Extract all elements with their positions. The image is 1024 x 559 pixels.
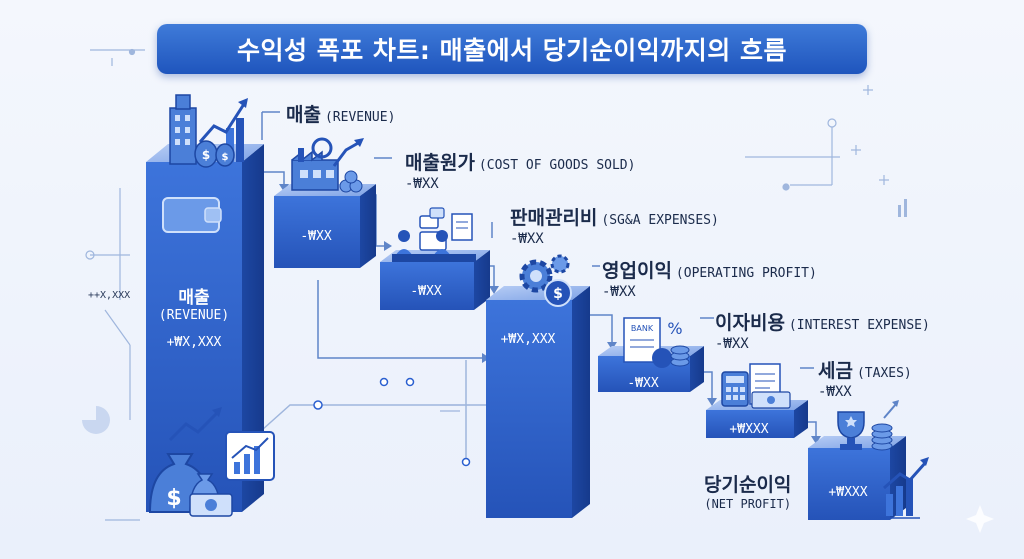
sga-bar-side [474, 250, 490, 310]
stage-label-operating-profit: 영업이익(OPERATING PROFIT) -₩XX [602, 256, 817, 300]
taxes-bar-side [794, 400, 808, 438]
operating-profit-bar-side [572, 286, 590, 518]
svg-text:$: $ [202, 148, 210, 162]
stage-label-ko: 이자비용 [715, 312, 785, 334]
interest-bar-value: -₩XX [627, 376, 659, 391]
operating-profit-bar-value: +₩X,XXX [500, 332, 556, 347]
cogs-bar-front [274, 196, 360, 268]
page-title: 수익성 폭포 차트: 매출에서 당기순이익까지의 흐름 [157, 24, 867, 74]
stage-label-ko: 세금 [818, 360, 853, 382]
office-team-icon [392, 207, 476, 262]
revenue-bar-label-en: (REVENUE) [158, 308, 230, 323]
interest-bar-side [690, 346, 704, 392]
background-decoration [82, 48, 907, 521]
bank-document-icon: BANK % [623, 317, 690, 368]
svg-text:$: $ [222, 152, 229, 163]
stage-label-ko: 영업이익 [602, 260, 672, 282]
stage-label-interest: 이자비용(INTEREST EXPENSE) -₩XX [715, 308, 930, 352]
svg-text:BANK: BANK [631, 324, 654, 333]
connector-dots [313, 377, 471, 467]
wallet-icon [162, 197, 222, 233]
svg-text:$: $ [553, 286, 563, 302]
stage-label-en: (INTEREST EXPENSE) [788, 318, 930, 333]
gear-coin-icon: $ [519, 254, 572, 307]
building-chart-icon: $ $ [169, 94, 248, 168]
operating-profit-bar-front [486, 300, 572, 518]
sga-bar-value: -₩XX [410, 284, 442, 299]
factory-icon [291, 137, 364, 193]
stage-value: -₩XX [510, 231, 544, 247]
money-bag-icon: $ [148, 453, 233, 517]
operating-profit-bar [486, 286, 590, 518]
stage-label-en: (COST OF GOODS SOLD) [478, 158, 636, 173]
revenue-bar-side [242, 144, 264, 512]
growth-chart-icon [168, 407, 275, 481]
taxes-bar-value: +₩XXX [729, 422, 769, 437]
svg-text:%: % [667, 319, 682, 338]
stage-label-en: (NET PROFIT) [704, 497, 792, 511]
cogs-bar-value: -₩XX [300, 229, 332, 244]
trophy-coins-icon [837, 400, 899, 451]
cogs-bar [274, 184, 376, 268]
stage-label-ko: 당기순이익 [704, 474, 792, 496]
sga-bar-front [380, 262, 474, 310]
stage-label-ko: 매출원가 [405, 152, 475, 174]
stage-label-sga: 판매관리비(SG&A EXPENSES) -₩XX [510, 203, 719, 247]
side-annotation: ++X,XXX [88, 290, 131, 301]
net-profit-bar-front [808, 448, 890, 520]
net-profit-bar-value: +₩XXX [828, 485, 868, 500]
stage-label-en: (TAXES) [856, 366, 912, 381]
stage-label-en: (OPERATING PROFIT) [675, 266, 817, 281]
stage-label-ko: 매출 [286, 104, 321, 126]
stage-value: -₩XX [405, 176, 439, 192]
stage-label-cogs: 매출원가(COST OF GOODS SOLD) -₩XX [405, 148, 635, 192]
svg-text:$: $ [166, 486, 181, 511]
stage-label-en: (SG&A EXPENSES) [601, 213, 719, 228]
stage-label-taxes: 세금(TAXES) -₩XX [818, 356, 912, 400]
revenue-bar-label: 매출 (REVENUE) +₩X,XXX [146, 283, 242, 350]
stage-value: -₩XX [818, 384, 852, 400]
stage-value: -₩XX [715, 336, 749, 352]
stage-label-net-profit: 당기순이익 (NET PROFIT) [704, 470, 791, 511]
taxes-bar-front [706, 410, 794, 438]
sparkle-icon [966, 505, 994, 533]
stage-label-revenue: 매출(REVENUE) [286, 100, 395, 127]
cogs-bar-side [360, 184, 376, 268]
stage-value: -₩XX [602, 284, 636, 300]
revenue-bar-label-ko: 매출 [178, 288, 210, 308]
stage-label-ko: 판매관리비 [510, 207, 598, 229]
stage-label-en: (REVENUE) [324, 110, 396, 125]
revenue-bar-value: +₩X,XXX [166, 335, 222, 350]
growth-bars-icon [880, 457, 929, 519]
calculator-tax-icon [721, 363, 791, 409]
